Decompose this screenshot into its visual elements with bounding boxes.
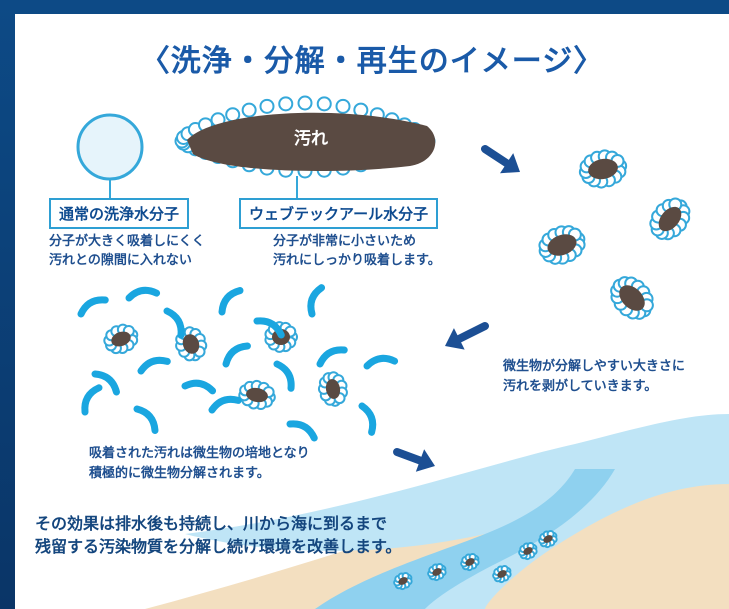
microbe — [307, 284, 326, 318]
arrow-shaft — [393, 448, 424, 465]
dirt-with-molecules: 汚れ — [174, 95, 436, 179]
arrow-shaft — [481, 145, 511, 168]
river-dirt-cluster — [518, 542, 538, 561]
dirt-particle — [182, 334, 200, 354]
dirt-particle — [398, 577, 408, 585]
microbe — [358, 402, 377, 436]
microbe — [208, 395, 242, 414]
dirt-particle — [432, 568, 442, 576]
arrow-to-split — [481, 145, 520, 174]
microbe — [273, 360, 295, 392]
effect-desc-2: 残留する汚染物質を分解し続け環境を改善します。 — [35, 537, 402, 556]
microbe — [286, 420, 318, 442]
arrow-head — [445, 328, 465, 350]
dirt-cluster — [103, 323, 139, 355]
arrow-shaft — [455, 322, 489, 343]
web-molecule-desc-1: 分子が非常に小さいため — [273, 234, 417, 249]
river-dirt-cluster — [393, 572, 413, 591]
microbe-desc-2: 積極的に微生物分解されます。 — [89, 466, 270, 481]
small-dirt-cluster — [649, 197, 691, 241]
small-dirt-cluster — [538, 225, 586, 265]
dirt-label: 汚れ — [294, 128, 328, 149]
dirt-particle — [588, 158, 618, 180]
arrow-head — [415, 449, 435, 472]
normal-molecule-desc-1: 分子が大きく吸着しにくく — [49, 234, 205, 249]
river-dirt-cluster — [460, 553, 480, 572]
dirt-particle — [497, 570, 507, 578]
small-dirt-cluster — [610, 276, 654, 320]
water-molecule — [241, 102, 257, 118]
arrow-head — [500, 153, 520, 174]
river-dirt-cluster — [538, 530, 558, 549]
content-panel: 汚れ 〈洗浄・分解・再生のイメージ〉 通常の洗浄水分子 分子が大きく吸着しにくく… — [15, 14, 729, 609]
river-dirt-cluster — [427, 563, 447, 582]
sea-area — [185, 414, 729, 609]
dirt-particle — [325, 379, 341, 399]
dirt-cluster — [317, 371, 348, 407]
water-molecule — [335, 98, 351, 114]
dirt-particle — [658, 206, 682, 232]
illustration: 汚れ — [76, 95, 729, 609]
page-title: 〈洗浄・分解・再生のイメージ〉 — [139, 44, 605, 79]
microbe — [81, 384, 103, 416]
microbe — [222, 342, 251, 368]
water-molecule — [297, 95, 313, 111]
arrow-to-river — [393, 448, 435, 472]
dirt-particle — [523, 547, 533, 555]
dirt-cluster — [175, 326, 208, 362]
microbe-desc-1: 吸着された汚れは微生物の培地となり — [89, 446, 310, 461]
microbe — [77, 296, 109, 318]
microbe — [181, 379, 217, 395]
dirt-particle — [619, 285, 645, 311]
web-molecule-desc-2: 汚れにしっかり吸着します。 — [273, 253, 441, 268]
microbe — [163, 307, 185, 339]
normal-water-molecule — [76, 113, 144, 181]
small-dirt-cluster — [578, 149, 628, 189]
microbe — [218, 287, 244, 316]
river-dirt-cluster — [492, 565, 512, 584]
water-molecule — [316, 96, 332, 112]
web-molecule-label: ウェブテックアール水分子 — [239, 198, 439, 229]
dirt-particle — [246, 387, 268, 403]
dirt-particle — [543, 535, 553, 543]
dirt-blob — [187, 112, 436, 171]
water-molecule — [278, 96, 294, 112]
microbe — [137, 356, 171, 375]
dirt-particle — [547, 234, 577, 256]
normal-molecule-label: 通常の洗浄水分子 — [49, 198, 190, 229]
arrow-to-microbes — [445, 322, 489, 350]
microbe — [91, 370, 120, 396]
microbe — [363, 354, 399, 370]
river — [315, 469, 615, 609]
normal-molecule-desc-2: 汚れとの隙間に入れない — [49, 253, 192, 268]
effect-desc-1: その効果は排水後も持続し、川から海に到るまで — [35, 514, 388, 533]
decompose-desc-2: 汚れを剥がしていきます。 — [503, 379, 658, 394]
microbe — [253, 317, 285, 339]
water-molecule — [259, 98, 275, 114]
microbe — [316, 346, 348, 368]
dirt-cluster — [238, 379, 276, 411]
microbe — [125, 286, 161, 302]
decompose-desc-1: 微生物が分解しやすい大きさに — [503, 359, 685, 374]
dirt-particle — [465, 558, 475, 566]
microbe — [133, 405, 159, 434]
dirt-particle — [111, 331, 131, 347]
